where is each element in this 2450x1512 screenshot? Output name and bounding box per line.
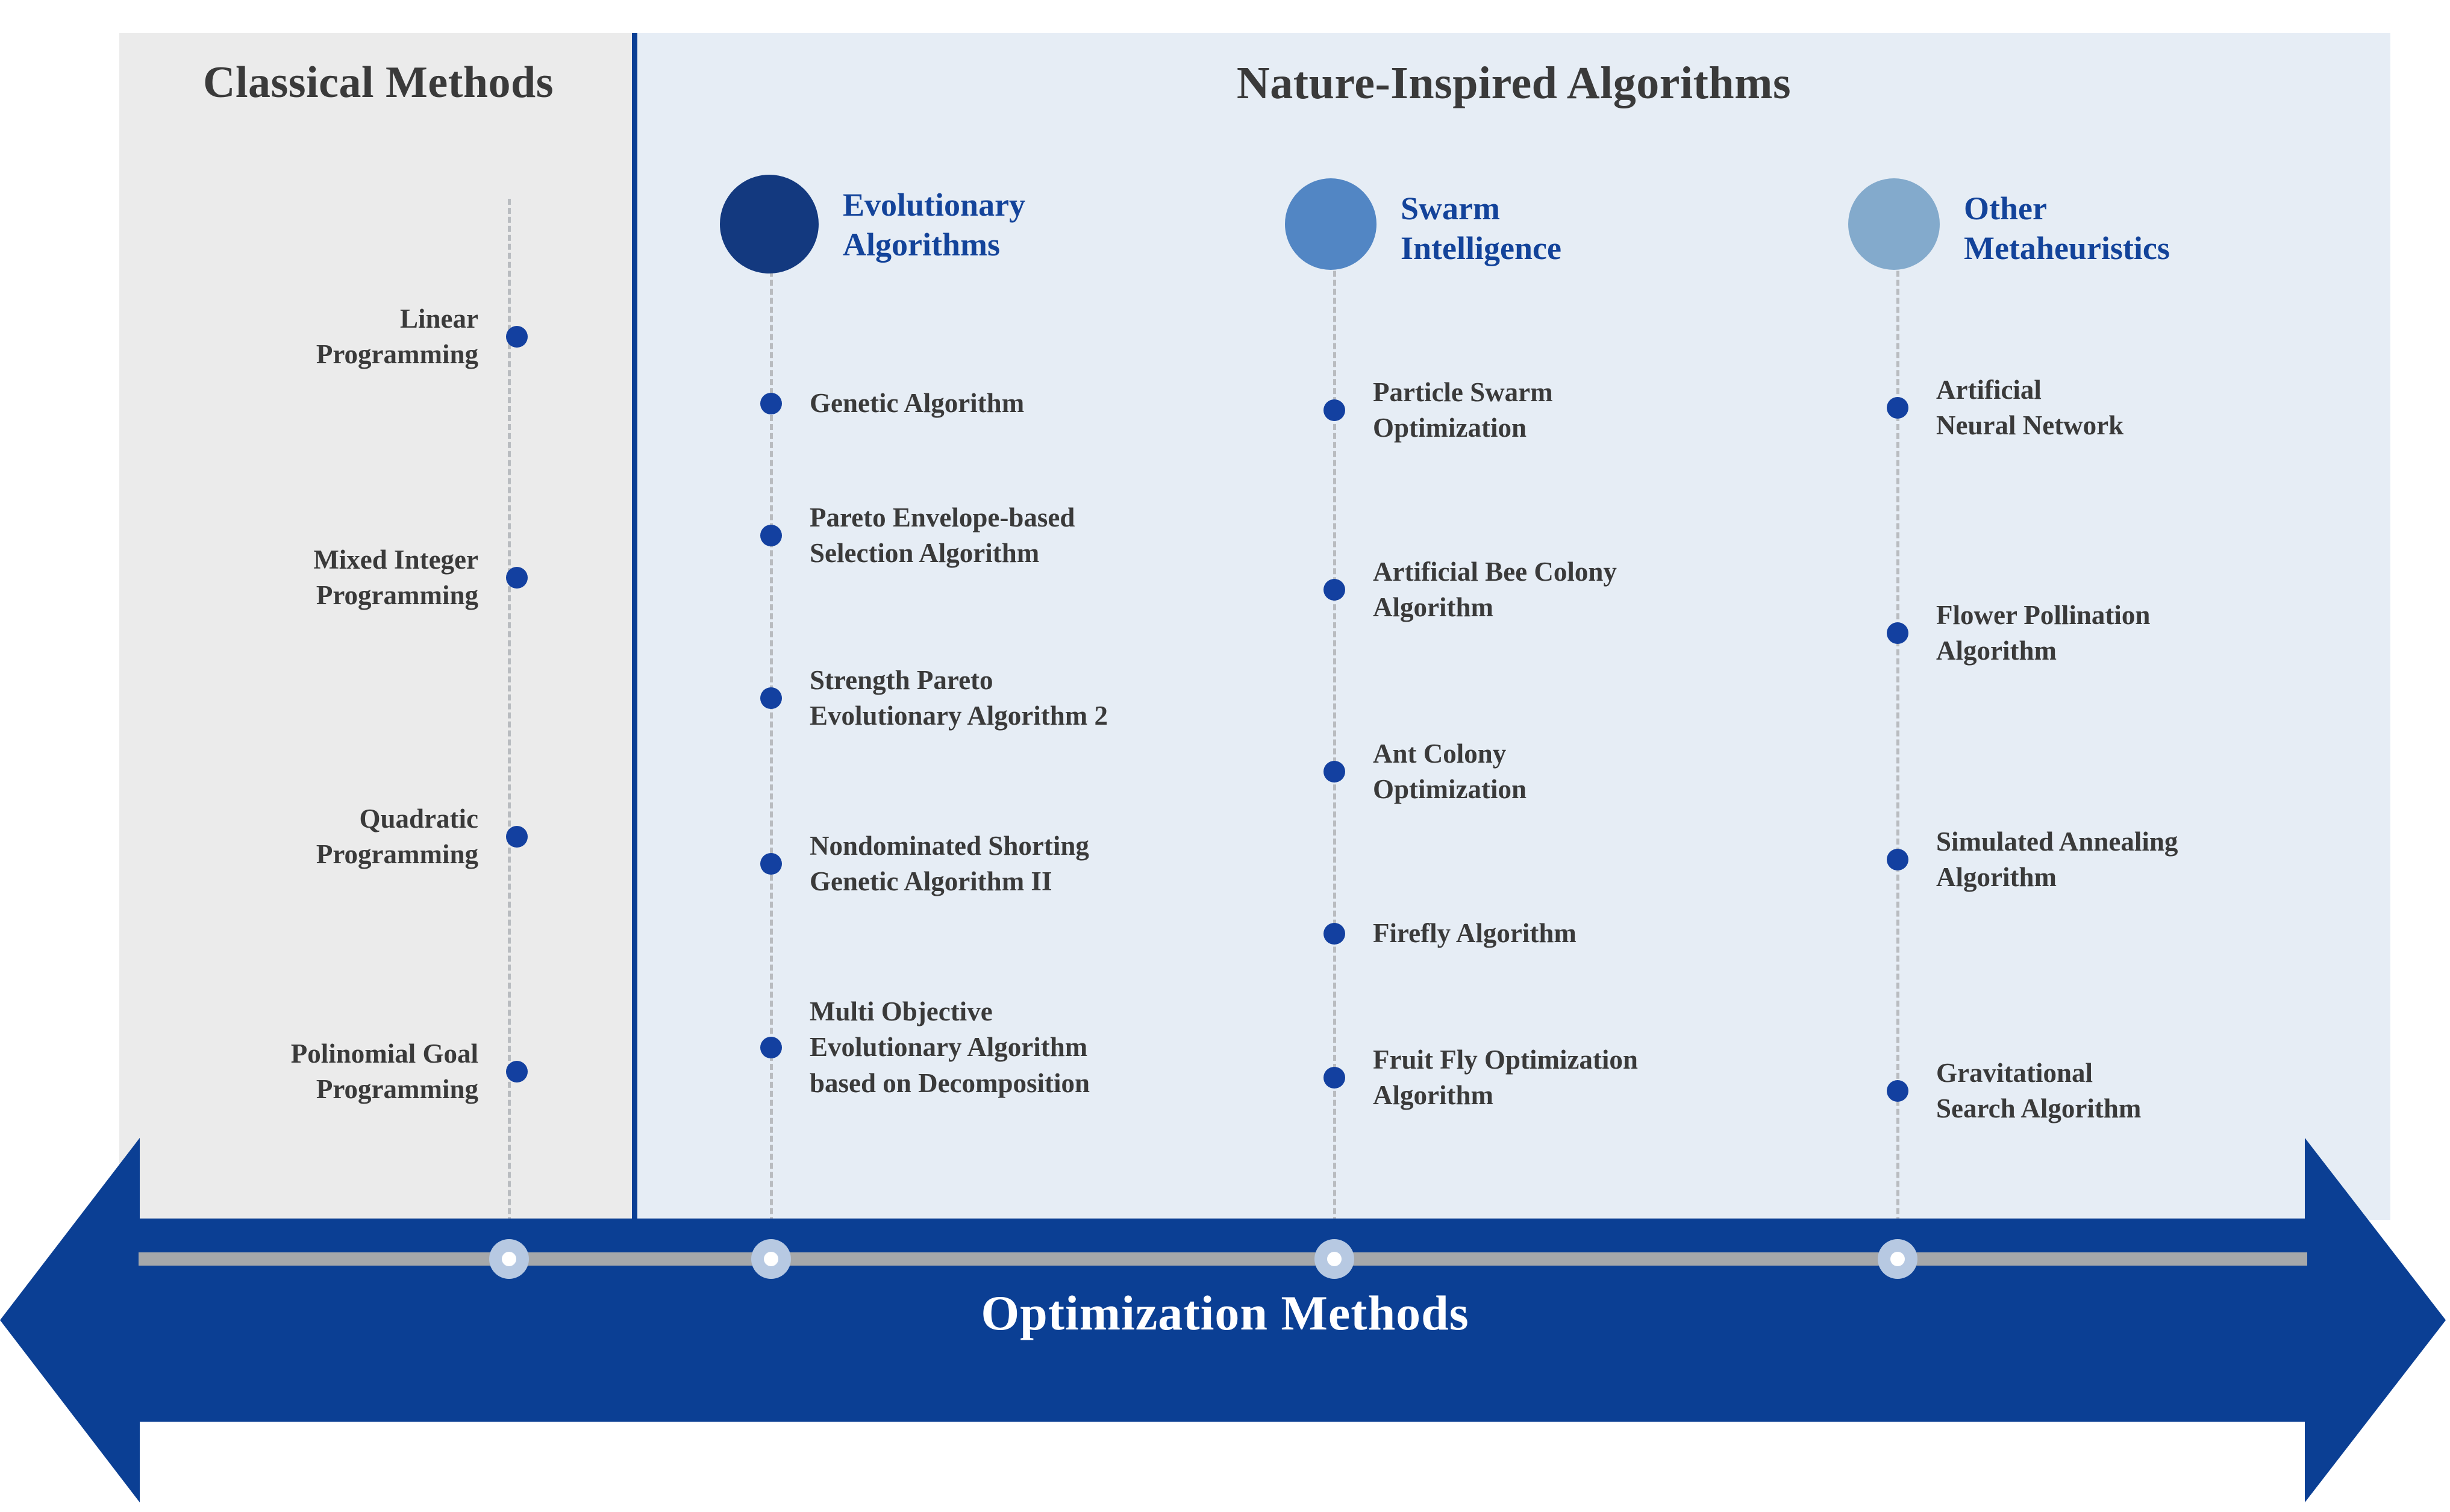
rail-evolutionary	[770, 199, 773, 1277]
list-item-label: Fruit Fly Optimization Algorithm	[1373, 1045, 1638, 1111]
list-item[interactable]: Ant Colony Optimization	[1323, 736, 1527, 808]
timeline-axis-line	[139, 1252, 2307, 1266]
nature-inspired-panel	[637, 33, 2390, 1220]
list-item[interactable]: Nondominated Shorting Genetic Algorithm …	[760, 828, 1089, 900]
list-item-label: Particle Swarm Optimization	[1373, 377, 1553, 443]
timeline-dot	[760, 525, 782, 547]
category-circle-evolutionary	[720, 175, 819, 273]
category-label-other: Other Metaheuristics	[1964, 190, 2170, 266]
rail-other	[1896, 199, 1899, 1277]
list-item[interactable]: Fruit Fly Optimization Algorithm	[1323, 1042, 1638, 1114]
timeline-dot	[1323, 922, 1345, 945]
timeline-dot	[506, 326, 528, 348]
axis-milestone-other	[1878, 1239, 1917, 1279]
list-item[interactable]: Artificial Bee Colony Algorithm	[1323, 554, 1617, 626]
list-item-label: Strength Pareto Evolutionary Algorithm 2	[810, 665, 1108, 731]
list-item-label: Flower Pollination Algorithm	[1936, 600, 2151, 666]
list-item-label: Quadratic Programming	[316, 804, 478, 870]
list-item-label: Mixed Integer Programming	[313, 545, 478, 611]
axis-label: Optimization Methods	[981, 1286, 1469, 1340]
list-item[interactable]: Polinomial Goal Programming	[146, 1036, 528, 1108]
list-item[interactable]: Pareto Envelope-based Selection Algorith…	[760, 500, 1075, 572]
list-item[interactable]: Linear Programming	[146, 301, 528, 373]
axis-milestone-evolutionary	[751, 1239, 791, 1279]
list-item-label: Polinomial Goal Programming	[290, 1039, 478, 1105]
list-item-label: Gravitational Search Algorithm	[1936, 1058, 2142, 1124]
list-item-label: Artificial Bee Colony Algorithm	[1373, 557, 1617, 623]
timeline-dot	[1887, 1080, 1908, 1102]
list-item-label: Simulated Annealing Algorithm	[1936, 826, 2178, 893]
timeline-dot	[1887, 849, 1908, 871]
list-item-label: Nondominated Shorting Genetic Algorithm …	[810, 831, 1089, 897]
timeline-dot	[1323, 761, 1345, 783]
list-item-label: Artificial Neural Network	[1936, 375, 2124, 441]
timeline-dot	[1887, 622, 1908, 645]
list-item[interactable]: Particle Swarm Optimization	[1323, 375, 1553, 446]
list-item-label: Genetic Algorithm	[810, 388, 1025, 418]
list-item[interactable]: Quadratic Programming	[146, 801, 528, 873]
timeline-dot	[506, 1061, 528, 1083]
timeline-dot	[1887, 397, 1908, 419]
list-item[interactable]: Firefly Algorithm	[1323, 916, 1577, 951]
classical-methods-title: Classical Methods	[203, 58, 554, 107]
category-header-other[interactable]: Other Metaheuristics	[1848, 178, 2170, 270]
list-item[interactable]: Genetic Algorithm	[760, 386, 1024, 421]
optimization-methods-arrow: Optimization Methods	[0, 1128, 2450, 1512]
category-circle-other	[1848, 178, 1940, 270]
rail-classical	[508, 199, 511, 1277]
axis-milestone-swarm	[1314, 1239, 1354, 1279]
list-item-label: Multi Objective Evolutionary Algorithm b…	[810, 996, 1090, 1098]
list-item[interactable]: Strength Pareto Evolutionary Algorithm 2	[760, 663, 1108, 734]
timeline-dot	[1323, 399, 1345, 422]
category-label-swarm: Swarm Intelligence	[1401, 190, 1561, 266]
rail-swarm	[1333, 199, 1336, 1277]
category-header-evolutionary[interactable]: Evolutionary Algorithms	[720, 175, 1025, 273]
list-item-label: Firefly Algorithm	[1373, 918, 1577, 948]
category-header-swarm[interactable]: Swarm Intelligence	[1285, 178, 1561, 270]
list-item-label: Pareto Envelope-based Selection Algorith…	[810, 502, 1075, 569]
timeline-dot	[1323, 1067, 1345, 1089]
list-item[interactable]: Artificial Neural Network	[1887, 372, 2123, 444]
list-item[interactable]: Mixed Integer Programming	[146, 542, 528, 614]
nature-inspired-title: Nature-Inspired Algorithms	[1236, 58, 1792, 108]
timeline-dot	[506, 567, 528, 589]
list-item-label: Linear Programming	[316, 304, 478, 370]
list-item[interactable]: Simulated Annealing Algorithm	[1887, 824, 2178, 896]
list-item[interactable]: Flower Pollination Algorithm	[1887, 598, 2150, 669]
axis-milestone-classical	[489, 1239, 529, 1279]
timeline-dot	[760, 687, 782, 710]
list-item-label: Ant Colony Optimization	[1373, 739, 1527, 805]
classical-methods-panel	[119, 33, 637, 1220]
list-item[interactable]: Multi Objective Evolutionary Algorithm b…	[760, 994, 1090, 1101]
timeline-dot	[760, 1037, 782, 1059]
list-item[interactable]: Gravitational Search Algorithm	[1887, 1055, 2141, 1127]
timeline-dot	[506, 826, 528, 848]
timeline-dot	[760, 392, 782, 414]
timeline-dot	[760, 853, 782, 875]
panel-divider	[632, 33, 637, 1220]
timeline-dot	[1323, 579, 1345, 601]
category-circle-swarm	[1285, 178, 1377, 270]
category-label-evolutionary: Evolutionary Algorithms	[843, 187, 1026, 263]
